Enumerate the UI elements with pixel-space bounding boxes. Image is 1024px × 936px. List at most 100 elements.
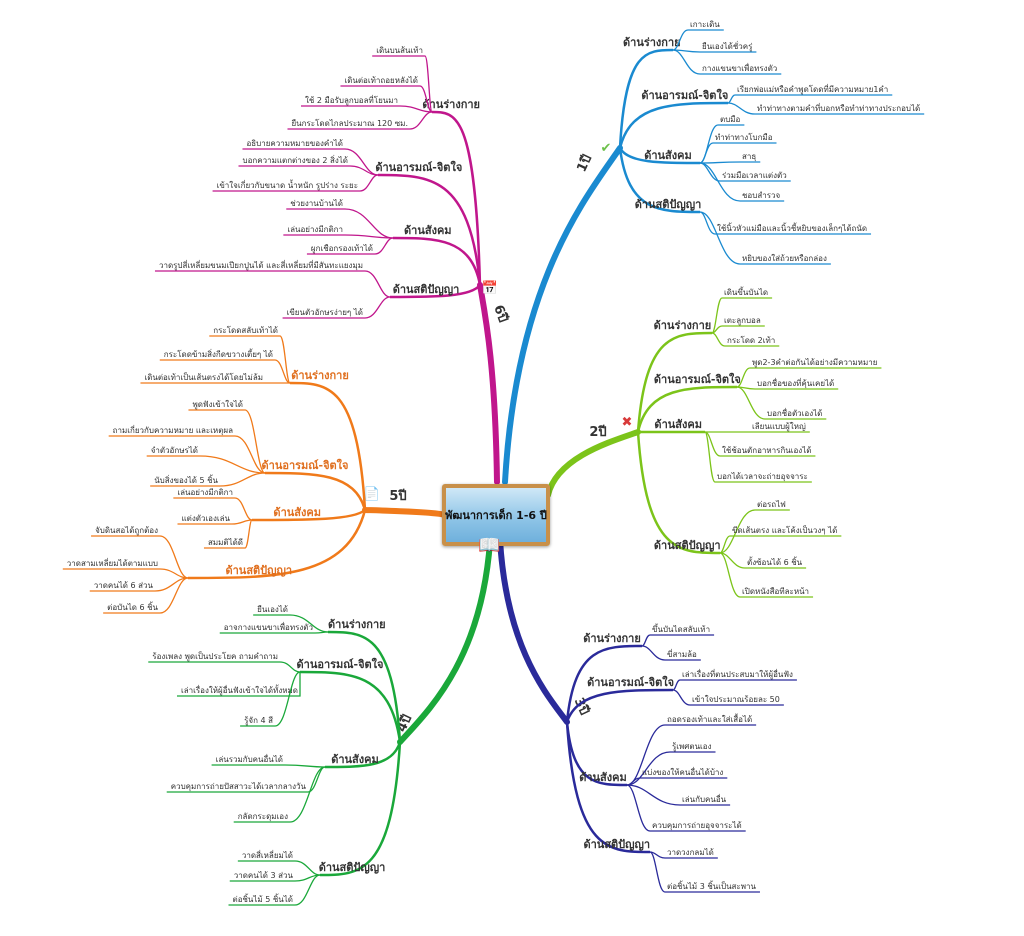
item-label[interactable]: อาจกางแขนขาเพื่อทรงตัว [224,621,313,632]
item-label[interactable]: อธิบายความหมายของคำได้ [246,139,343,148]
item-label[interactable]: เดินต่อเท้าเป็นเส้นตรงได้โดยไม่ล้ม [144,372,263,382]
category-label[interactable]: ด้านสติปัญญา [654,539,721,552]
category-label[interactable]: ด้านร่างกาย [654,319,712,332]
category-label[interactable]: ด้านร่างกาย [291,369,349,382]
item-label[interactable]: รู้จัก 4 สี [244,716,273,726]
category-label[interactable]: ด้านสติปัญญา [319,861,386,874]
item-label[interactable]: เล่นรวมกับคนอื่นได้ [216,753,283,764]
item-label[interactable]: บอกได้เวลาจะถ่ายอุจจาระ [717,472,808,481]
item-label[interactable]: ขี่สามล้อ [667,648,697,659]
item-label[interactable]: เข้าใจเกี่ยวกับขนาด น้ำหนัก รูปร่าง ระยะ [217,179,358,191]
item-label[interactable]: เปิดหนังสือทีละหน้า [742,587,809,596]
branch-label[interactable]: 5ปี [389,488,406,504]
item-label[interactable]: ถอดรองเท้าและใส่เสื้อได้ [667,713,752,724]
item-label[interactable]: สมมติได้ดี [208,538,243,547]
category-label[interactable]: ด้านสังคม [331,753,379,766]
item-label[interactable]: พูด2-3คำต่อกันได้อย่างมีความหมาย [752,358,877,368]
item-label[interactable]: จับดินสอได้ถูกต้อง [95,526,158,536]
item-label[interactable]: แต่งตัวเองเล่น [182,514,231,523]
item-label[interactable]: ยืนเองได้ [257,605,288,614]
item-label[interactable]: ช่วยงานบ้านได้ [290,199,343,208]
category-label[interactable]: ด้านสติปัญญา [635,198,702,211]
item-label[interactable]: กลัดกระดุมเอง [238,812,288,821]
item-label[interactable]: ควบคุมการถ่ายอุจจาระได้ [652,821,742,830]
item-label[interactable]: บอกความแตกต่างของ 2 สิ่งได้ [243,154,349,165]
category-label[interactable]: ด้านอารมณ์-จิตใจ [641,88,728,102]
item-label[interactable]: เดินขึ้นบันได [724,286,768,297]
item-label[interactable]: เล่าเรื่องที่ตนประสบมาให้ผู้อื่นฟัง [682,668,793,680]
item-label[interactable]: รู้เพศตนเอง [672,742,712,752]
item-label[interactable]: ขึ้นบันไดสลับเท้า [652,623,710,634]
item-label[interactable]: เดินต่อเท้าถอยหลังได้ [344,76,418,85]
category-label[interactable]: ด้านร่างกาย [583,632,641,645]
item-label[interactable]: เดินบนส้นเท้า [376,46,423,55]
branch-label[interactable]: 6ปี [490,303,511,325]
item-label[interactable]: เล่าเรื่องให้ผู้อื่นฟังเข้าใจได้ทั้งหมด [181,684,298,696]
category-label[interactable]: ด้านร่างกาย [623,36,681,49]
item-label[interactable]: ทำท่าทางโบกมือ [715,132,773,142]
item-label[interactable]: วาดรูปสี่เหลี่ยมขนมเปียกปูนได้ และสี่เหล… [159,259,363,271]
category-label[interactable]: ด้านอารมณ์-จิตใจ [297,657,384,671]
category-label[interactable]: ด้านสังคม [404,224,452,237]
item-label[interactable]: วาดวงกลมได้ [667,848,714,857]
item-label[interactable]: เขียนตัวอักษรง่ายๆ ได้ [287,308,363,317]
item-label[interactable]: ตั้งซ้อนได้ 6 ชิ้น [747,556,803,567]
item-label[interactable]: เล่นกับคนอื่น [682,793,727,804]
item-label[interactable]: พูดฟังเข้าใจได้ [192,400,243,410]
item-label[interactable]: เลียนแบบผู้ใหญ่ [752,422,806,432]
item-label[interactable]: ร้องเพลง พูดเป็นประโยค ถามคำถาม [152,651,278,662]
category-label[interactable]: ด้านสังคม [273,506,321,519]
item-label[interactable]: ผูกเชือกรองเท้าได้ [311,244,373,254]
item-label[interactable]: ควบคุมการถ่ายปัสสาวะได้เวลากลางวัน [171,782,307,791]
item-label[interactable]: ใช้ 2 มือรับลูกบอลที่โยนมา [305,94,398,106]
item-label[interactable]: ตบมือ [720,115,741,124]
item-label[interactable]: บอกชื่อตัวเองได้ [767,407,822,418]
category-label[interactable]: ด้านร่างกาย [422,98,480,111]
item-label[interactable]: ทำท่าทางตามคำที่บอกหรือทำท่าทางประกอบได้ [757,102,920,113]
item-label[interactable]: วาดคนได้ 6 ส่วน [94,581,154,590]
branch-label[interactable]: 2ปี [589,424,606,440]
category-label[interactable]: ด้านอารมณ์-จิตใจ [654,372,741,386]
item-label[interactable]: เล่นอย่างมีกติกา [287,225,343,234]
branch-label[interactable]: 1ปี [573,152,595,174]
category-label[interactable]: ด้านสังคม [644,149,692,162]
category-label[interactable]: ด้านอารมณ์-จิตใจ [375,160,462,174]
item-label[interactable]: จำตัวอักษรได้ [151,446,198,455]
item-label[interactable]: วาดคนได้ 3 ส่วน [234,871,294,880]
item-label[interactable]: ต่อชิ้นไม้ 3 ชิ้นเป็นสะพาน [667,880,756,891]
item-label[interactable]: ต่อรถไฟ [757,500,786,509]
item-label[interactable]: ขีดเส้นตรง และโค้งเป็นวงๆ ได้ [732,525,837,535]
item-label[interactable]: ยืนกระโดดไกลประมาณ 120 ซม. [291,118,408,128]
item-label[interactable]: กางแขนขาเพื่อทรงตัว [702,62,777,73]
item-label[interactable]: หยิบของใส่ถ้วยหรือกล่อง [742,254,827,263]
item-label[interactable]: ชอบสำรวจ [742,191,780,200]
item-label[interactable]: เกาะเดิน [690,20,720,29]
item-label[interactable]: กระโดด 2เท้า [727,335,775,345]
category-label[interactable]: ด้านอารมณ์-จิตใจ [587,675,674,689]
item-label[interactable]: นับสิ่งของได้ 5 ชิ้น [154,474,218,485]
category-label[interactable]: ด้านสติปัญญา [393,283,460,296]
item-label[interactable]: วาดสี่เหลี่ยมได้ [242,849,293,860]
item-label[interactable]: สาธุ [742,152,756,161]
item-label[interactable]: ต่อชิ้นไม้ 5 ชิ้นได้ [233,893,294,904]
item-label[interactable]: เล่นอย่างมีกติกา [177,488,233,497]
item-label[interactable]: เรียกพ่อแม่หรือคำพูดโดดที่มีความหมาย1คำ [737,83,888,95]
item-label[interactable]: เข้าใจประมาณร้อยละ 50 [692,695,780,704]
item-label[interactable]: ถามเกี่ยวกับความหมาย และเหตุผล [113,424,233,435]
item-label[interactable]: ร่วมมือเวลาแต่งตัว [722,171,787,180]
item-label[interactable]: แบ่งของให้คนอื่นได้บ้าง [642,766,723,777]
item-label[interactable]: ใช้ช้อนตักอาหารกินเองได้ [722,446,811,455]
item-label[interactable]: วาดสามเหลี่ยมได้ตามแบบ [67,557,158,568]
category-label[interactable]: ด้านอารมณ์-จิตใจ [262,458,349,472]
category-label[interactable]: ด้านร่างกาย [328,618,386,631]
central-topic[interactable]: พัฒนาการเด็ก 1-6 ปี [442,484,550,546]
item-label[interactable]: บอกชื่อของที่คุ้นเคยได้ [757,377,834,388]
item-label[interactable]: ต่อบันได 6 ชิ้น [107,601,158,612]
category-label[interactable]: ด้านสติปัญญา [583,838,650,851]
category-label[interactable]: ด้านสังคม [579,771,627,784]
item-label[interactable]: ยืนเองได้ชั่วครู่ [702,40,753,52]
item-label[interactable]: กระโดดข้ามสิ่งกีดขวางเตี้ยๆ ได้ [164,348,273,359]
item-label[interactable]: กระโดดสลับเท้าได้ [213,325,278,335]
category-label[interactable]: ด้านสังคม [654,418,702,431]
item-label[interactable]: เตะลูกบอล [724,316,761,326]
